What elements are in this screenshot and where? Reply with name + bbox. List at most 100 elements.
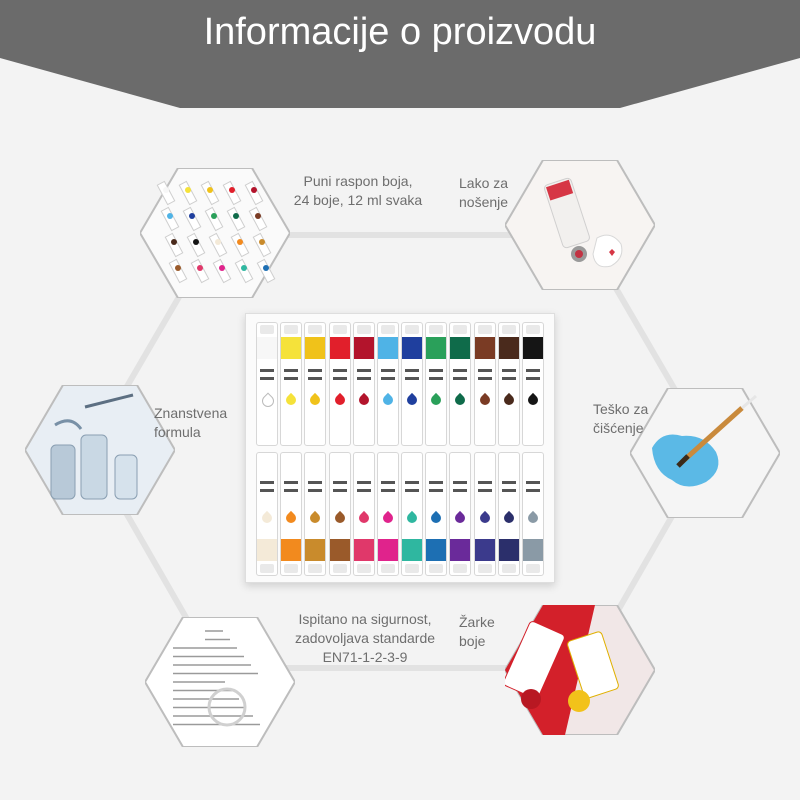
color-drop-icon (525, 392, 540, 408)
tube-cap (380, 564, 395, 573)
title-banner (0, 0, 800, 108)
color-drop-icon (356, 392, 371, 408)
tube-brand-mark (451, 475, 470, 501)
tube-brand-mark (475, 363, 494, 389)
top-tube-11 (497, 322, 520, 446)
tube-color-band (426, 337, 447, 359)
color-drop-icon (308, 510, 323, 526)
tube-brand-mark (258, 363, 276, 389)
color-drop-icon (259, 510, 275, 526)
tube-brand-mark (282, 363, 301, 389)
color-drop-icon (429, 510, 444, 526)
tube-color-band (402, 539, 423, 561)
tube-brand-mark (306, 363, 325, 389)
color-drop-icon (477, 510, 492, 526)
color-drop-icon (332, 510, 347, 526)
top-tube-5 (352, 322, 375, 446)
tube-color-band (498, 337, 519, 359)
bottom-tube-7 (401, 452, 424, 576)
tube-color-band (257, 337, 277, 359)
bottom-tube-1 (256, 452, 278, 576)
lab-glassware-image (25, 385, 175, 515)
tube-brand-mark (451, 363, 470, 389)
feature-label-safety: Ispitano na sigurnost, zadovoljava stand… (294, 611, 436, 665)
tube-cap (405, 564, 420, 573)
feature-label-carry: Lako za nošenje (459, 175, 509, 210)
bottom-tube-6 (376, 452, 399, 576)
tube-cap (380, 325, 395, 334)
color-drop-icon (429, 392, 444, 408)
tube-cap (453, 564, 468, 573)
tube-brand-mark (354, 475, 373, 501)
tube-color-band (353, 539, 374, 561)
paint-tubes-grid-image (140, 168, 290, 298)
feature-label-bright: Žarke boje (459, 614, 495, 649)
top-tube-9 (449, 322, 472, 446)
tube-color-band (305, 539, 326, 561)
tube-cap (477, 325, 492, 334)
tube-color-band (498, 539, 519, 561)
tube-cap (525, 564, 540, 573)
tube-cap (284, 564, 299, 573)
tube-color-band (305, 337, 326, 359)
color-drop-icon (404, 392, 420, 408)
tube-cap (308, 325, 323, 334)
tube-brand-mark (403, 475, 422, 501)
bottom-tube-2 (280, 452, 303, 576)
tube-cap (405, 325, 420, 334)
tube-brand-mark (499, 475, 518, 501)
tube-cap (332, 325, 347, 334)
tube-color-band (329, 539, 350, 561)
bottom-tube-10 (473, 452, 496, 576)
tube-cap (332, 564, 347, 573)
tube-cap (308, 564, 323, 573)
bottom-tube-4 (328, 452, 351, 576)
tube-brand-mark (354, 363, 373, 389)
top-tube-1 (256, 322, 278, 446)
tube-row-top (256, 322, 544, 446)
tube-brand-mark (427, 363, 446, 389)
test-report-document-image (145, 617, 295, 747)
bottom-tube-3 (304, 452, 327, 576)
tube-cap (477, 564, 492, 573)
tube-color-band (522, 539, 543, 561)
tube-cap (260, 325, 274, 334)
top-tube-3 (304, 322, 327, 446)
color-drop-icon (259, 392, 277, 410)
top-tube-4 (328, 322, 351, 446)
top-tube-6 (376, 322, 399, 446)
acrylic-paint-set-box (245, 313, 555, 583)
paintbrush-blue-paint-image (630, 388, 780, 518)
bottom-tube-5 (352, 452, 375, 576)
tube-brand-mark (427, 475, 446, 501)
tube-cap (429, 564, 444, 573)
tube-cap (429, 325, 444, 334)
color-drop-icon (453, 392, 468, 408)
color-drop-icon (404, 510, 420, 526)
feature-label-formula: Znanstvena formula (154, 405, 228, 440)
tube-cap (525, 325, 540, 334)
bottom-tube-12 (521, 452, 544, 576)
tube-color-band (329, 337, 350, 359)
top-tube-10 (473, 322, 496, 446)
color-drop-icon (380, 392, 395, 408)
color-drop-icon (308, 392, 323, 408)
color-drop-icon (284, 510, 299, 526)
tube-brand-mark (403, 363, 422, 389)
tube-row-bottom (256, 452, 544, 576)
bottom-tube-8 (425, 452, 448, 576)
feature-label-range: Puni raspon boja, 24 boje, 12 ml svaka (293, 173, 423, 208)
tube-color-band (257, 539, 277, 561)
color-drop-icon (501, 510, 516, 526)
color-drop-icon (332, 392, 347, 408)
color-drop-icon (356, 510, 371, 526)
tube-color-band (450, 539, 471, 561)
tube-color-band (450, 337, 471, 359)
tube-brand-mark (523, 363, 542, 389)
bottom-tube-11 (497, 452, 520, 576)
tube-color-band (281, 539, 302, 561)
tube-color-band (377, 539, 398, 561)
bottom-tube-9 (449, 452, 472, 576)
color-drop-icon (525, 510, 540, 526)
tube-brand-mark (330, 363, 349, 389)
